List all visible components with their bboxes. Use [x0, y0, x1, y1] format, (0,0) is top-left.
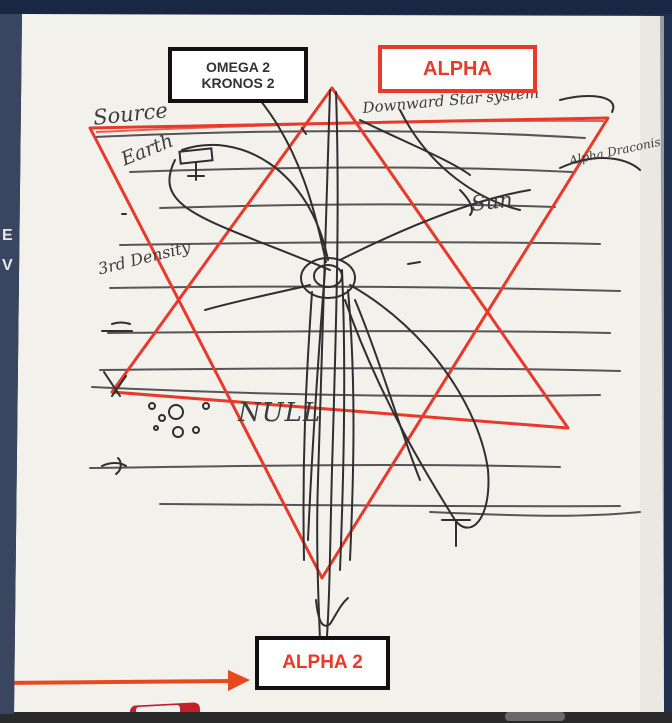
alpha-2-label-text: ALPHA 2 [282, 652, 363, 674]
svg-text:E: E [2, 227, 13, 244]
red-hexagram [88, 86, 610, 580]
pointer-arrow [0, 670, 250, 691]
whiteboard [14, 14, 664, 714]
alpha-label-text: ALPHA [423, 57, 492, 80]
omega-kronos-label: OMEGA 2 KRONOS 2 [168, 47, 308, 103]
handwritten-sun: Sun [470, 187, 514, 216]
alpha-2-label: ALPHA 2 [255, 636, 390, 690]
density-lines [89, 130, 641, 517]
omega-label-line-2: KRONOS 2 [201, 75, 275, 91]
ink-sketch [101, 89, 641, 651]
omega-label-line-1: OMEGA 2 [205, 58, 271, 75]
marker-tray [0, 702, 672, 723]
svg-text:V: V [2, 257, 13, 274]
handwritten-null: NULL [238, 398, 322, 428]
alpha-label: ALPHA [378, 45, 537, 93]
upward-triangle [110, 86, 570, 430]
